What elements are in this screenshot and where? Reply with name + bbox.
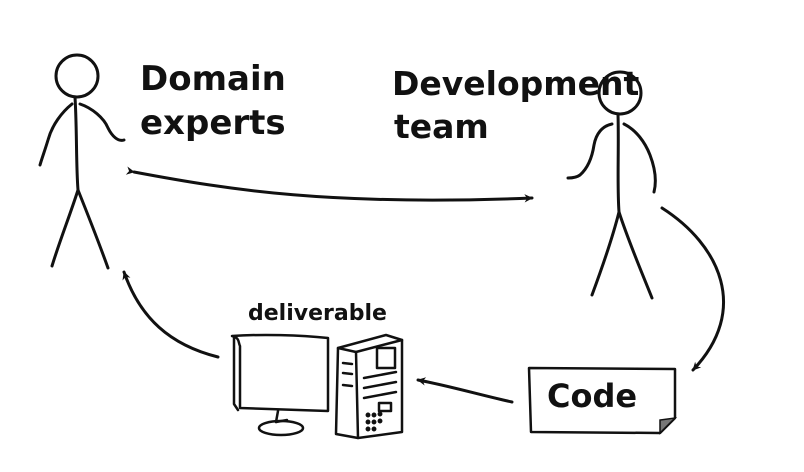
code-document: Code xyxy=(527,366,678,435)
developer-figure xyxy=(566,70,657,300)
domain-experts-label-line1: Domain xyxy=(140,59,286,99)
deliverable-to-expert-arrow xyxy=(122,270,220,359)
code-label: Code xyxy=(547,377,637,415)
domain-experts-label-line2: experts xyxy=(140,103,286,143)
domain-expert-figure xyxy=(38,53,126,270)
development-team-label-line2: team xyxy=(394,107,489,146)
development-team-label-line1: Development xyxy=(392,64,640,103)
computer-tower-icon xyxy=(334,333,404,440)
dev-to-code-arrow xyxy=(660,206,725,372)
monitor-icon xyxy=(230,333,330,437)
code-to-deliverable-arrow xyxy=(416,377,514,404)
deliverable-label: deliverable xyxy=(248,301,387,326)
communication-arrow xyxy=(125,166,534,203)
